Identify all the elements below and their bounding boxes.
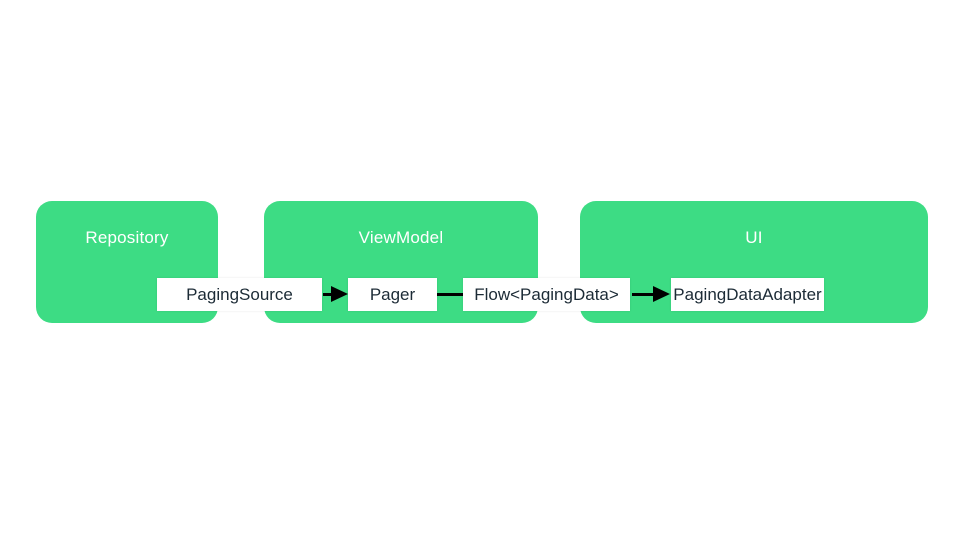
chip-pager: Pager	[348, 278, 437, 311]
layer-ui-title: UI	[745, 228, 763, 247]
chip-pager-label: Pager	[369, 284, 416, 304]
chip-paging-data-adapter-label: PagingDataAdapter	[673, 284, 822, 304]
connector-pagingsource-to-pager-line	[323, 293, 334, 296]
layer-repository-title: Repository	[85, 228, 169, 247]
chip-paging-data-adapter: PagingDataAdapter	[671, 278, 824, 311]
connector-flow-to-adapter-line	[632, 293, 656, 296]
arrowhead-icon-pagingsource-to-pager	[331, 286, 348, 302]
layer-repository: Repository	[36, 201, 218, 323]
chip-flow-paging-data-label: Flow<PagingData>	[474, 284, 619, 304]
arrowhead-icon-flow-to-adapter	[653, 286, 670, 302]
chip-flow-paging-data: Flow<PagingData>	[463, 278, 630, 311]
connector-pager-to-flow-line	[437, 293, 463, 296]
chip-paging-source-label: PagingSource	[186, 284, 293, 304]
chip-paging-source: PagingSource	[157, 278, 322, 311]
layer-viewmodel-title: ViewModel	[358, 228, 444, 247]
